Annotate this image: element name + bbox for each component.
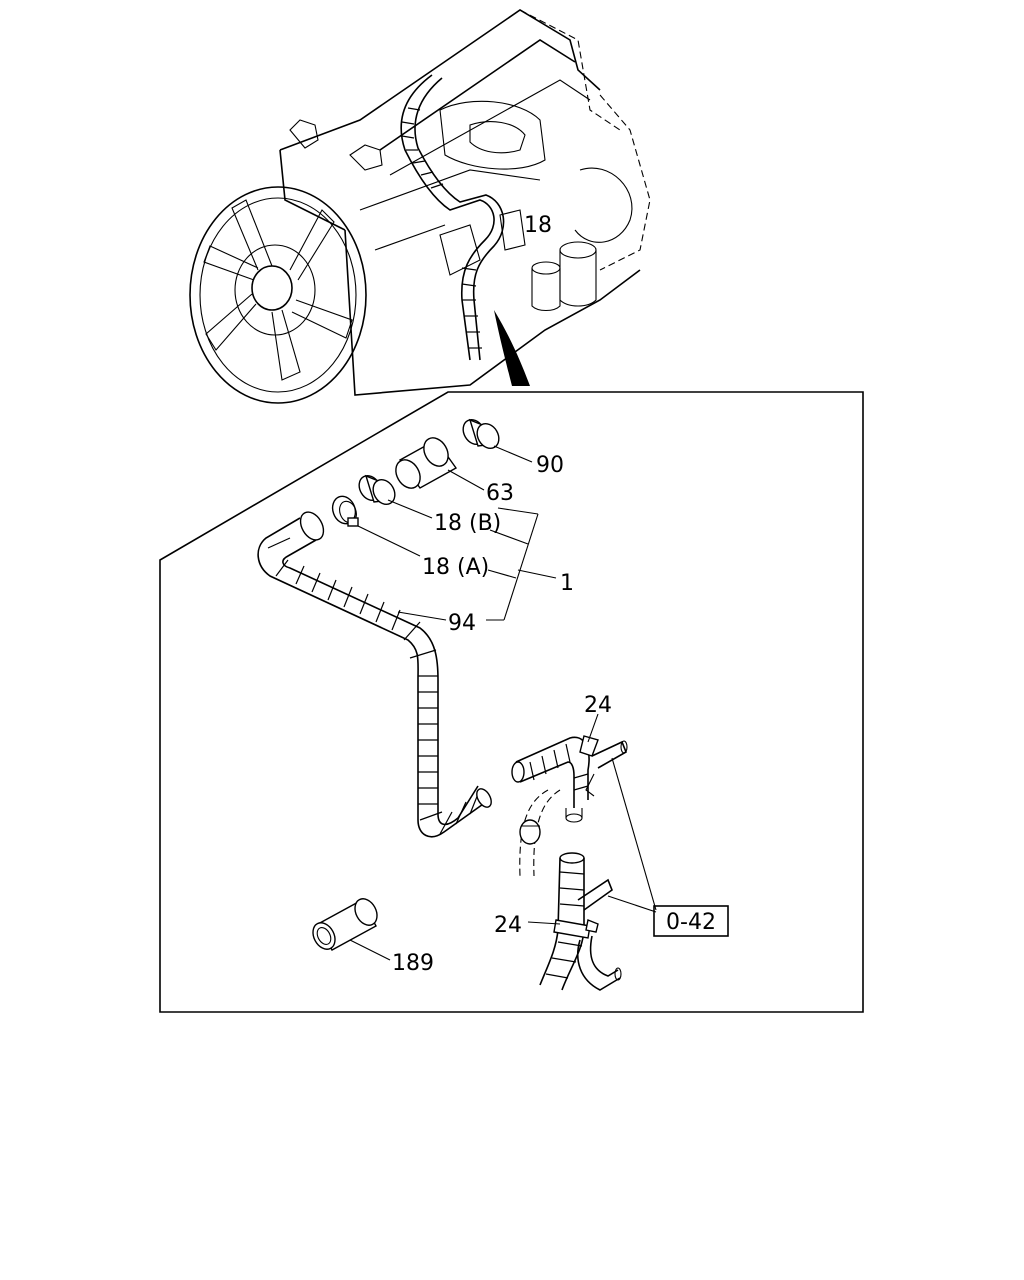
clamp-90 [462,418,500,450]
callout-24-bottom: 24 [494,913,522,938]
callout-24-top: 24 [584,693,612,718]
corrugated-hose-94 [257,511,492,838]
callout-63: 63 [486,481,514,506]
sleeve-189 [312,898,378,951]
callout-94: 94 [448,611,476,636]
callout-18a: 18 (A) [422,555,489,580]
callout-18b: 18 (B) [434,511,501,536]
clamp-18a [331,495,359,527]
hose-assembly-right [511,735,657,991]
callout-1: 1 [560,571,574,596]
callout-0-42: 0-42 [666,910,716,935]
detail-frame [159,391,864,1013]
clamp-18b [358,474,396,506]
callout-bracket [486,507,557,621]
engine-illustration: 18 [189,9,651,404]
reference-box-0-42 [653,905,729,937]
engine-callout-18: 18 [524,213,552,238]
callout-90: 90 [536,453,564,478]
sleeve-63 [395,437,458,489]
callout-189: 189 [392,951,434,976]
